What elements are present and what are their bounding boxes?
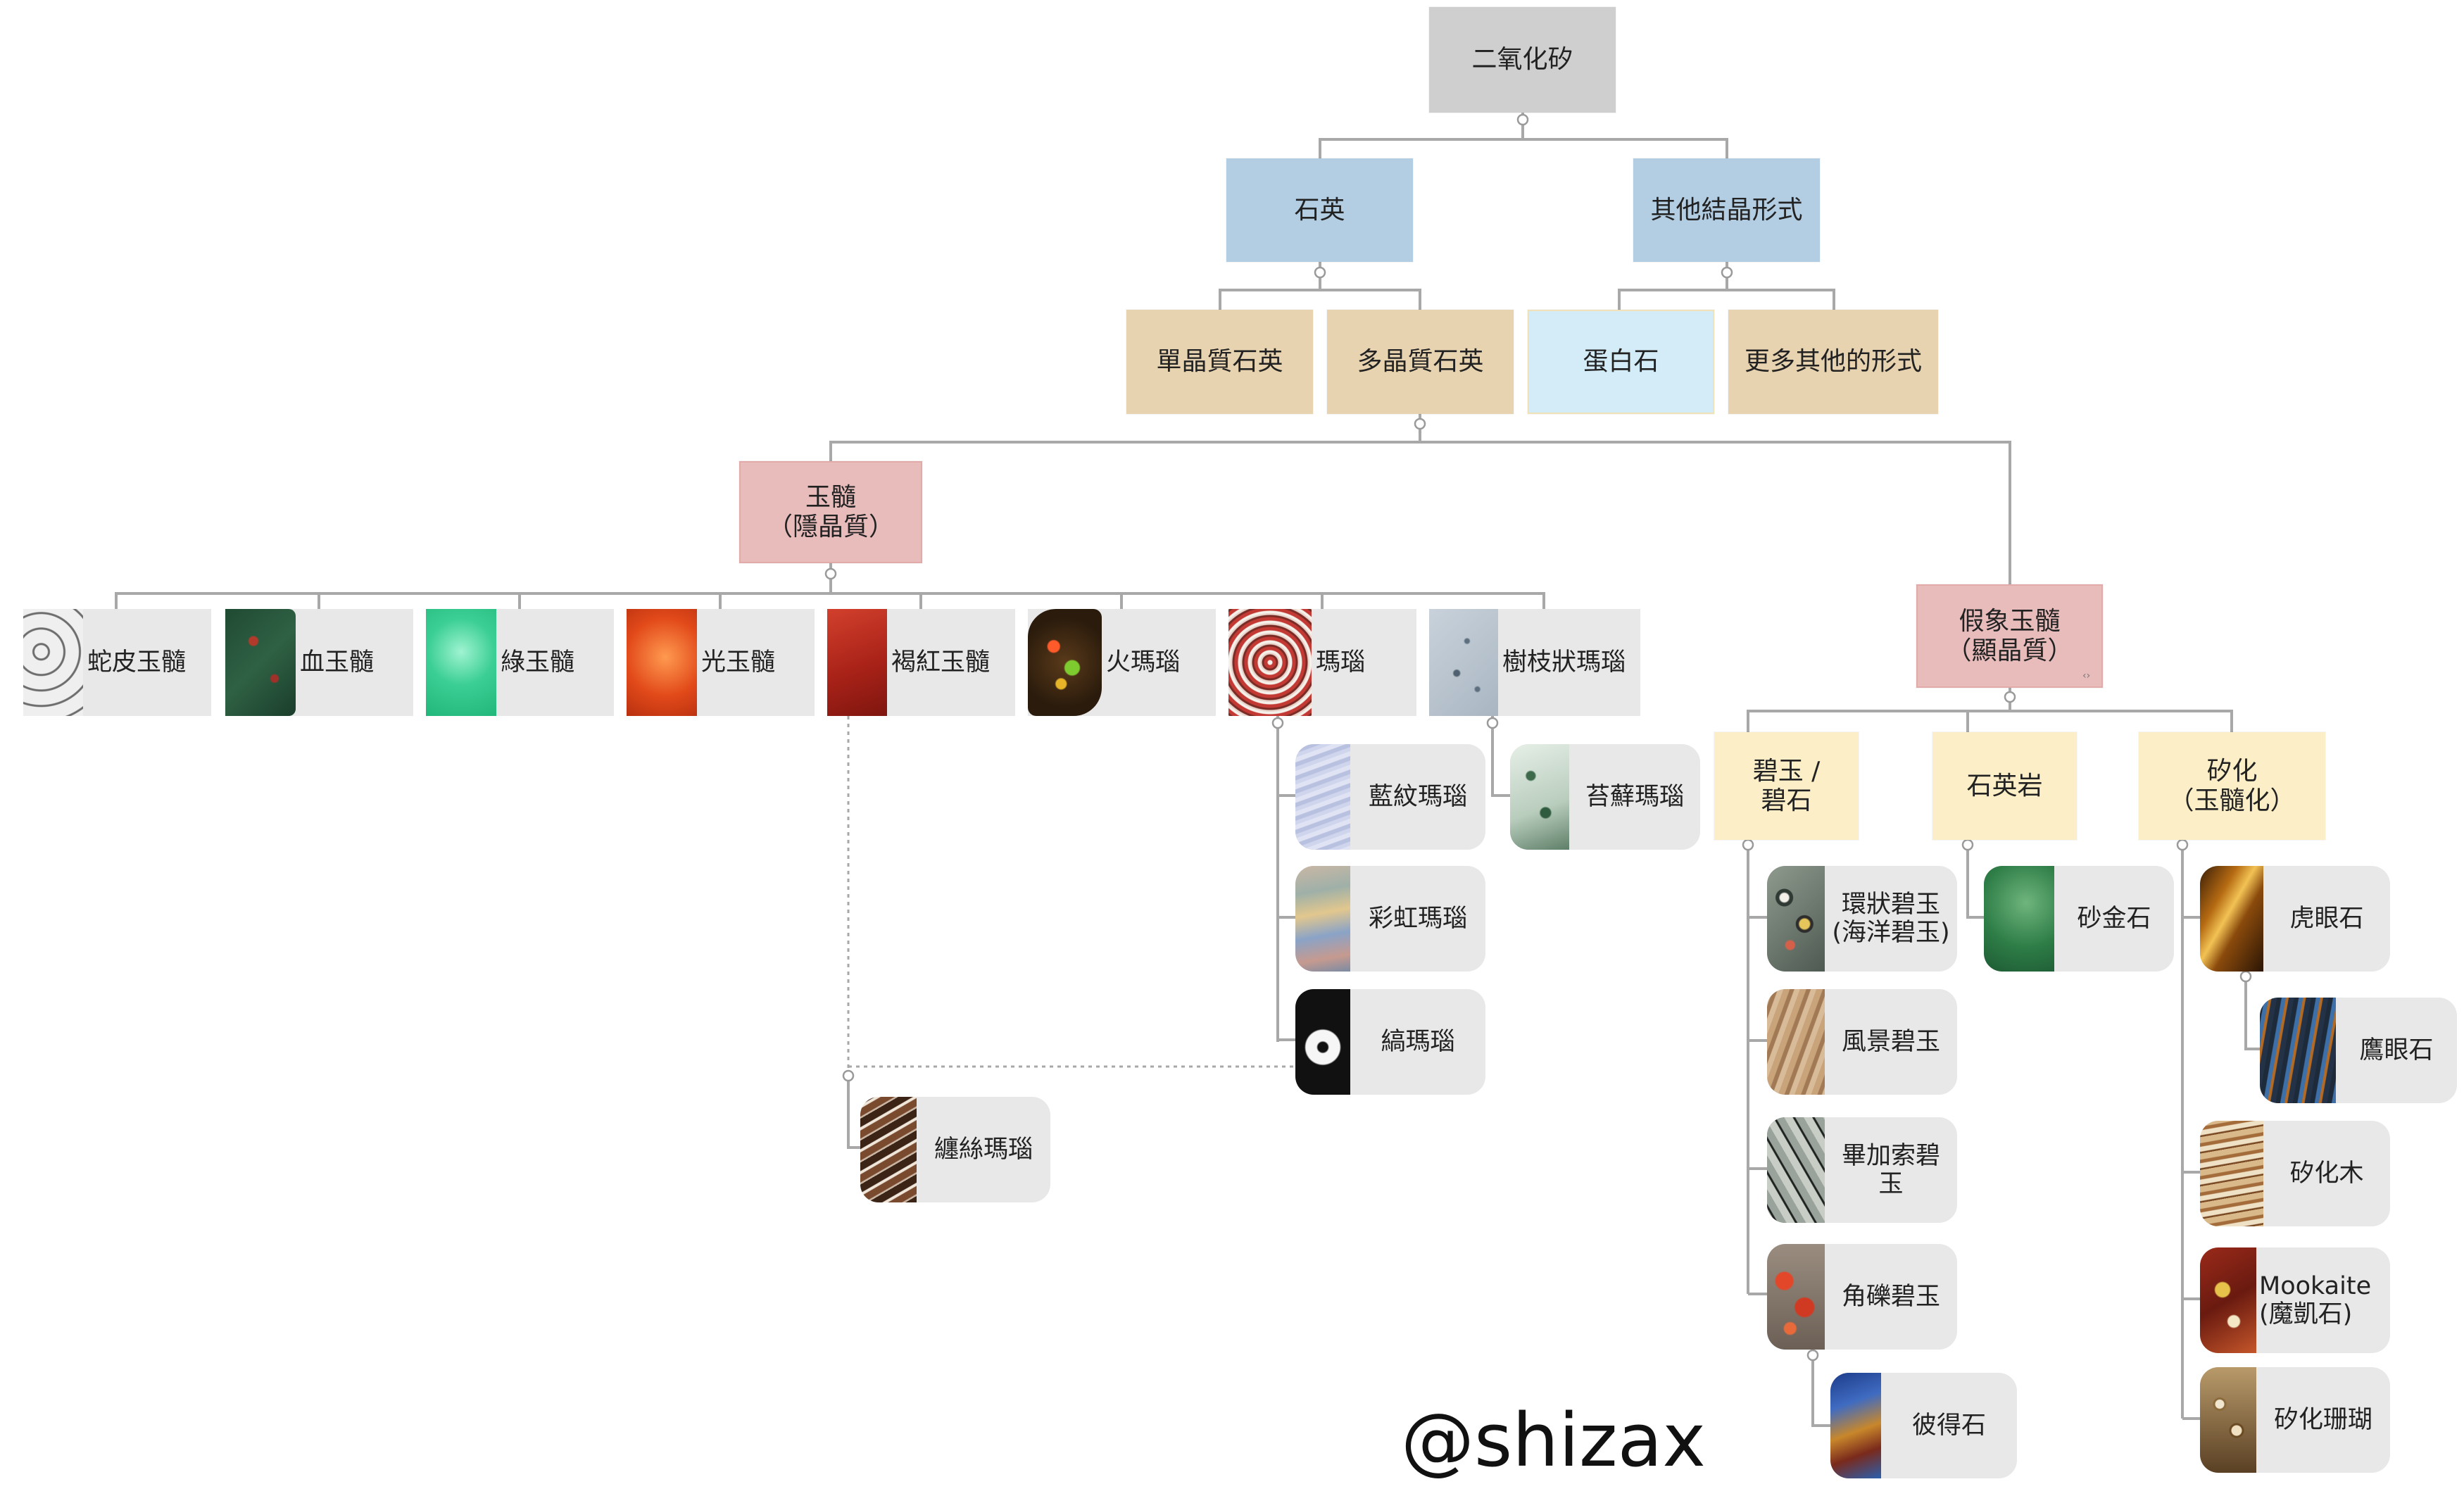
card-label: 砂金石: [2077, 904, 2151, 933]
peter-stone-card[interactable]: 彼得石: [1830, 1373, 2017, 1478]
opal-node[interactable]: 蛋白石: [1528, 310, 1714, 414]
card-label: 風景碧玉: [1841, 1027, 1940, 1056]
sardonyx-card[interactable]: 纏絲瑪瑙: [860, 1097, 1050, 1202]
brecciated-jasper-card[interactable]: 角礫碧玉: [1767, 1244, 1957, 1350]
snakeskin-card[interactable]: 蛇皮玉髓: [23, 609, 211, 716]
silicified-node[interactable]: 矽化 （玉髓化）: [2139, 732, 2325, 840]
card-label: Mookaite (魔凱石): [2259, 1271, 2372, 1328]
link-marker-icon: ‹›: [2082, 670, 2091, 681]
more-forms-node[interactable]: 更多其他的形式: [1728, 310, 1938, 414]
blue-lace-card[interactable]: 藍紋瑪瑙: [1295, 744, 1485, 850]
card-label: 彩虹瑪瑙: [1368, 904, 1467, 933]
iris-agate-image: [1295, 866, 1350, 972]
card-label: 光玉髓: [701, 648, 776, 677]
tigers-eye-image: [2200, 866, 2263, 972]
other-crystal-node[interactable]: 其他結晶形式: [1633, 158, 1820, 262]
mookaite-card[interactable]: Mookaite (魔凱石): [2200, 1247, 2390, 1353]
orbicular-jasper-card[interactable]: 環狀碧玉 (海洋碧玉): [1767, 866, 1957, 972]
brecciated-jasper-image: [1767, 1244, 1825, 1350]
card-label: 環狀碧玉 (海洋碧玉): [1832, 890, 1950, 947]
agate-image: [1228, 609, 1312, 716]
snakeskin-image: [23, 609, 83, 716]
monocrystalline-node[interactable]: 單晶質石英: [1126, 310, 1313, 414]
card-label: 瑪瑙: [1316, 648, 1366, 677]
picasso-jasper-image: [1767, 1117, 1825, 1223]
card-label: 鷹眼石: [2359, 1036, 2434, 1064]
chrysoprase-image: [426, 609, 496, 716]
petrified-wood-card[interactable]: 矽化木: [2200, 1121, 2390, 1226]
chrysoprase-card[interactable]: 綠玉髓: [426, 609, 614, 716]
card-label: 角礫碧玉: [1841, 1282, 1940, 1311]
polycrystalline-node[interactable]: 多晶質石英: [1327, 310, 1514, 414]
onyx-card[interactable]: 縞瑪瑙: [1295, 989, 1485, 1095]
fire-agate-image: [1028, 609, 1102, 716]
card-label: 虎眼石: [2289, 904, 2364, 933]
mookaite-image: [2200, 1247, 2256, 1353]
petrified-wood-image: [2200, 1121, 2263, 1226]
sard-card[interactable]: 褐紅玉髓: [827, 609, 1015, 716]
onyx-image: [1295, 989, 1350, 1095]
card-label: 藍紋瑪瑙: [1368, 782, 1467, 811]
watermark: @shizax: [1401, 1397, 1706, 1483]
orbicular-jasper-image: [1767, 866, 1825, 972]
card-label: 縞瑪瑙: [1381, 1027, 1455, 1056]
quartzite-node[interactable]: 石英岩: [1932, 732, 2077, 840]
jasper-node[interactable]: 碧玉 / 碧石: [1714, 732, 1859, 840]
quartz-node[interactable]: 石英: [1226, 158, 1413, 262]
pseudo-chalcedony-node[interactable]: 假象玉髓 （顯晶質）: [1916, 584, 2103, 688]
card-label: 樹枝狀瑪瑙: [1502, 648, 1626, 677]
fire-agate-card[interactable]: 火瑪瑙: [1028, 609, 1216, 716]
carnelian-card[interactable]: 光玉髓: [627, 609, 815, 716]
picture-jasper-image: [1767, 989, 1825, 1095]
card-label: 畢加索碧 玉: [1841, 1141, 1940, 1198]
card-label: 綠玉髓: [501, 648, 575, 677]
dendritic-agate-image: [1429, 609, 1498, 716]
chalcedony-node[interactable]: 玉髓 （隱晶質）: [739, 461, 922, 563]
root-node[interactable]: 二氧化矽: [1429, 7, 1616, 113]
peter-stone-image: [1830, 1373, 1881, 1478]
card-label: 褐紅玉髓: [891, 648, 991, 677]
card-label: 火瑪瑙: [1106, 648, 1181, 677]
card-label: 矽化珊瑚: [2273, 1405, 2372, 1434]
aventurine-image: [1984, 866, 2054, 972]
moss-agate-image: [1510, 744, 1569, 850]
iris-agate-card[interactable]: 彩虹瑪瑙: [1295, 866, 1485, 972]
card-label: 矽化木: [2289, 1159, 2364, 1188]
moss-agate-card[interactable]: 苔蘚瑪瑙: [1510, 744, 1700, 850]
sardonyx-image: [860, 1097, 917, 1202]
picture-jasper-card[interactable]: 風景碧玉: [1767, 989, 1957, 1095]
agate-card[interactable]: 瑪瑙: [1228, 609, 1416, 716]
card-label: 彼得石: [1911, 1411, 1986, 1440]
petrified-coral-image: [2200, 1367, 2256, 1473]
hawks-eye-image: [2260, 998, 2336, 1103]
card-label: 苔蘚瑪瑙: [1585, 782, 1684, 811]
aventurine-card[interactable]: 砂金石: [1984, 866, 2174, 972]
dendritic-agate-card[interactable]: 樹枝狀瑪瑙: [1429, 609, 1640, 716]
picasso-jasper-card[interactable]: 畢加索碧 玉: [1767, 1117, 1957, 1223]
carnelian-image: [627, 609, 697, 716]
card-label: 血玉髓: [300, 648, 375, 677]
sard-image: [827, 609, 887, 716]
bloodstone-image: [225, 609, 296, 716]
blue-lace-image: [1295, 744, 1350, 850]
card-label: 纏絲瑪瑙: [934, 1135, 1033, 1164]
hawks-eye-card[interactable]: 鷹眼石: [2260, 998, 2457, 1103]
tigers-eye-card[interactable]: 虎眼石: [2200, 866, 2390, 972]
card-label: 蛇皮玉髓: [87, 648, 187, 677]
petrified-coral-card[interactable]: 矽化珊瑚: [2200, 1367, 2390, 1473]
bloodstone-card[interactable]: 血玉髓: [225, 609, 413, 716]
